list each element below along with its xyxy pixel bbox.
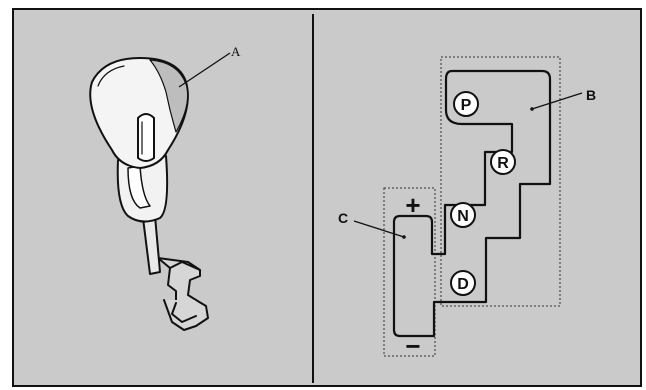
manual-minus-symbol: −	[405, 331, 420, 361]
position-d-circle	[450, 270, 476, 296]
linkage-foot-edge	[171, 302, 197, 323]
position-d-label: D	[457, 276, 469, 293]
gate-position-n: N	[450, 202, 476, 228]
position-r-label: R	[497, 155, 509, 172]
linkage-edge	[169, 261, 201, 271]
knob-shading	[149, 59, 189, 133]
callout-a-leader	[178, 52, 231, 88]
manual-plus-symbol: +	[405, 190, 420, 220]
position-p-label: P	[461, 97, 472, 114]
position-n-circle	[450, 202, 476, 228]
gate-position-r: R	[490, 149, 516, 175]
callout-c-dot	[402, 235, 406, 239]
knob-top-edge	[97, 65, 125, 87]
gate-outline	[392, 69, 552, 338]
callout-c-label: C	[338, 210, 348, 226]
manual-dotted-box	[383, 187, 436, 357]
callout-b-dot	[530, 107, 534, 111]
callout-a-label: A	[231, 44, 241, 59]
position-n-label: N	[457, 208, 469, 225]
position-p-circle	[453, 91, 479, 117]
knob-button-slot	[137, 113, 155, 162]
sleeve-highlight	[127, 165, 151, 209]
callout-b-label: B	[586, 87, 596, 103]
gate-position-d: D	[450, 270, 476, 296]
shift-gate-diagram: P R N D + − B C	[338, 56, 596, 361]
callout-c-leader	[353, 220, 405, 238]
callout-b-leader	[531, 92, 583, 110]
gate-position-p: P	[453, 91, 479, 117]
position-r-circle	[490, 149, 516, 175]
